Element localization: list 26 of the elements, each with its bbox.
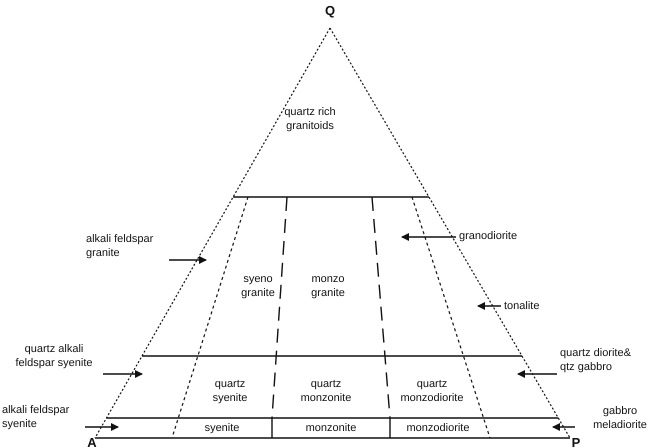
rock-name-label: alkali feldspar syenite — [2, 403, 82, 431]
leader-arrow — [401, 233, 456, 241]
rock-name-label: quartz diorite& qtz gabbro — [560, 346, 640, 374]
rock-name-label: alkali feldspar granite — [86, 232, 166, 260]
rock-name-label: quartz alkali feldspar syenite — [8, 342, 100, 370]
field-label: quartz monzonite — [300, 377, 352, 405]
vertex-label: P — [570, 436, 582, 447]
field-label: syeno granite — [240, 272, 276, 300]
field-label: monzo granite — [310, 272, 346, 300]
leader-arrow — [85, 423, 119, 431]
leader-arrow — [169, 256, 207, 264]
field-label: quartz monzodiorite — [400, 377, 464, 405]
leader-arrow — [477, 302, 501, 310]
vertex-label: A — [86, 436, 98, 447]
leader-arrow — [517, 370, 557, 378]
field-label: quartz rich granitoids — [283, 105, 337, 133]
leader-arrow — [103, 370, 143, 378]
leader-arrow — [552, 423, 575, 431]
rock-name-label: tonalite — [504, 299, 564, 313]
rock-name-label: gabbro meladiorite — [578, 404, 662, 432]
field-label: monzodiorite — [406, 421, 470, 435]
field-label: monzonite — [304, 421, 358, 435]
field-label: syenite — [204, 421, 240, 435]
field-label: quartz syenite — [212, 377, 248, 405]
vertex-label: Q — [324, 4, 336, 17]
rock-name-label: granodiorite — [459, 229, 549, 243]
